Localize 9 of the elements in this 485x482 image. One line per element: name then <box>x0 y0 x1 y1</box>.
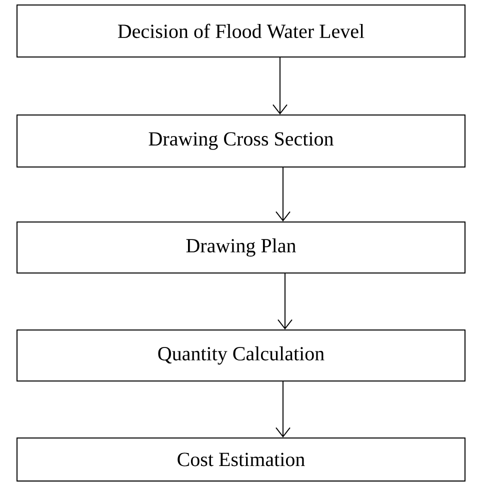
arrow <box>272 57 288 114</box>
arrow <box>278 273 292 330</box>
process-box: Quantity Calculation <box>16 330 466 382</box>
arrow <box>276 167 290 222</box>
process-box: Cost Estimation <box>16 438 466 482</box>
process-box: Drawing Plan <box>16 222 466 274</box>
process-box: Drawing Cross Section <box>16 114 466 168</box>
process-box: Decision of Flood Water Level <box>16 4 466 58</box>
arrow <box>276 381 290 438</box>
